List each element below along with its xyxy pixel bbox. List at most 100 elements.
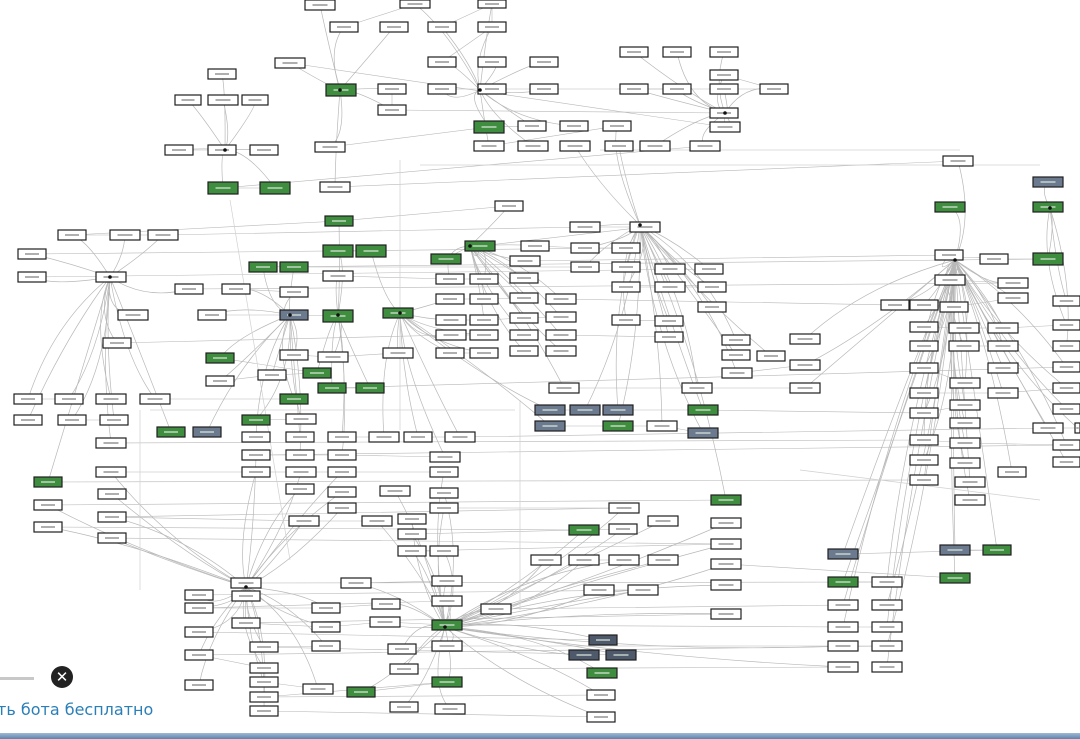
diagram-node[interactable] bbox=[95, 393, 127, 405]
diagram-node[interactable] bbox=[759, 83, 789, 95]
diagram-node[interactable] bbox=[257, 369, 287, 381]
diagram-node[interactable] bbox=[279, 261, 309, 273]
diagram-node[interactable] bbox=[639, 140, 671, 152]
diagram-node[interactable] bbox=[602, 404, 634, 416]
diagram-node[interactable] bbox=[249, 641, 279, 653]
diagram-node[interactable] bbox=[184, 679, 214, 691]
diagram-node[interactable] bbox=[619, 83, 649, 95]
diagram-node[interactable] bbox=[1032, 422, 1064, 434]
diagram-node[interactable] bbox=[939, 301, 969, 313]
diagram-node[interactable] bbox=[662, 46, 692, 58]
diagram-node[interactable] bbox=[435, 314, 467, 326]
diagram-node[interactable] bbox=[619, 46, 649, 58]
connection-port[interactable] bbox=[638, 223, 642, 227]
diagram-node[interactable] bbox=[586, 711, 616, 723]
diagram-node[interactable] bbox=[909, 474, 939, 486]
connection-port[interactable] bbox=[443, 625, 447, 629]
diagram-node[interactable] bbox=[435, 293, 465, 305]
diagram-node[interactable] bbox=[241, 431, 271, 443]
diagram-node[interactable] bbox=[694, 263, 724, 275]
diagram-node[interactable] bbox=[545, 311, 577, 323]
diagram-node[interactable] bbox=[545, 329, 577, 341]
diagram-node[interactable] bbox=[221, 283, 251, 295]
diagram-node[interactable] bbox=[279, 309, 309, 321]
diagram-node[interactable] bbox=[241, 414, 271, 426]
diagram-node[interactable] bbox=[954, 476, 986, 488]
diagram-node[interactable] bbox=[435, 273, 465, 285]
diagram-node[interactable] bbox=[259, 181, 291, 195]
diagram-node[interactable] bbox=[97, 511, 127, 523]
diagram-node[interactable] bbox=[288, 515, 320, 527]
diagram-node[interactable] bbox=[602, 120, 632, 132]
diagram-node[interactable] bbox=[934, 201, 966, 213]
diagram-node[interactable] bbox=[949, 457, 981, 469]
diagram-node[interactable] bbox=[530, 554, 562, 566]
diagram-node[interactable] bbox=[654, 263, 686, 275]
diagram-node[interactable] bbox=[249, 676, 279, 688]
diagram-node[interactable] bbox=[311, 602, 341, 614]
diagram-node[interactable] bbox=[1052, 361, 1080, 373]
diagram-node[interactable] bbox=[987, 387, 1019, 399]
diagram-node[interactable] bbox=[611, 281, 641, 293]
diagram-node[interactable] bbox=[329, 21, 359, 33]
diagram-node[interactable] bbox=[570, 242, 600, 254]
diagram-node[interactable] bbox=[184, 602, 214, 614]
diagram-node[interactable] bbox=[274, 57, 306, 69]
diagram-node[interactable] bbox=[473, 140, 505, 152]
diagram-node[interactable] bbox=[464, 240, 496, 252]
diagram-node[interactable] bbox=[687, 404, 719, 416]
diagram-node[interactable] bbox=[509, 255, 541, 267]
diagram-node[interactable] bbox=[207, 181, 239, 195]
diagram-node[interactable] bbox=[827, 599, 859, 611]
diagram-node[interactable] bbox=[174, 283, 204, 295]
diagram-node[interactable] bbox=[1074, 422, 1080, 434]
diagram-node[interactable] bbox=[987, 340, 1019, 352]
diagram-node[interactable] bbox=[403, 431, 433, 443]
diagram-node[interactable] bbox=[654, 281, 686, 293]
diagram-node[interactable] bbox=[311, 640, 341, 652]
diagram-node[interactable] bbox=[570, 261, 600, 273]
diagram-node[interactable] bbox=[324, 215, 354, 227]
connection-port[interactable] bbox=[953, 258, 957, 262]
diagram-node[interactable] bbox=[979, 253, 1009, 265]
diagram-node[interactable] bbox=[909, 387, 939, 399]
diagram-node[interactable] bbox=[427, 21, 457, 33]
diagram-node[interactable] bbox=[654, 315, 684, 327]
diagram-node[interactable] bbox=[827, 640, 859, 652]
diagram-node[interactable] bbox=[509, 312, 539, 324]
diagram-node[interactable] bbox=[710, 517, 742, 529]
diagram-node[interactable] bbox=[469, 329, 499, 341]
diagram-node[interactable] bbox=[429, 466, 459, 478]
diagram-node[interactable] bbox=[285, 449, 315, 461]
diagram-node[interactable] bbox=[57, 229, 87, 241]
diagram-node[interactable] bbox=[608, 554, 640, 566]
diagram-node[interactable] bbox=[494, 200, 524, 212]
diagram-node[interactable] bbox=[397, 513, 427, 525]
diagram-node[interactable] bbox=[629, 221, 661, 233]
diagram-node[interactable] bbox=[1052, 439, 1080, 451]
diagram-node[interactable] bbox=[156, 426, 186, 438]
diagram-node[interactable] bbox=[355, 244, 387, 258]
diagram-node[interactable] bbox=[997, 277, 1029, 289]
diagram-node[interactable] bbox=[382, 347, 414, 359]
diagram-nodes[interactable] bbox=[13, 0, 1080, 723]
diagram-node[interactable] bbox=[97, 532, 127, 544]
diagram-node[interactable] bbox=[608, 523, 638, 535]
diagram-node[interactable] bbox=[231, 590, 261, 602]
connection-port[interactable] bbox=[338, 88, 342, 92]
diagram-node[interactable] bbox=[529, 56, 559, 68]
diagram-node[interactable] bbox=[827, 576, 859, 588]
diagram-node[interactable] bbox=[311, 621, 341, 633]
diagram-node[interactable] bbox=[949, 437, 981, 449]
diagram-node[interactable] bbox=[249, 144, 279, 156]
diagram-node[interactable] bbox=[431, 619, 463, 631]
diagram-node[interactable] bbox=[827, 661, 859, 673]
diagram-node[interactable] bbox=[231, 617, 261, 629]
diagram-node[interactable] bbox=[361, 515, 393, 527]
connection-port[interactable] bbox=[336, 313, 340, 317]
diagram-node[interactable] bbox=[207, 68, 237, 80]
diagram-node[interactable] bbox=[368, 431, 400, 443]
diagram-node[interactable] bbox=[586, 667, 618, 679]
diagram-node[interactable] bbox=[681, 382, 713, 394]
